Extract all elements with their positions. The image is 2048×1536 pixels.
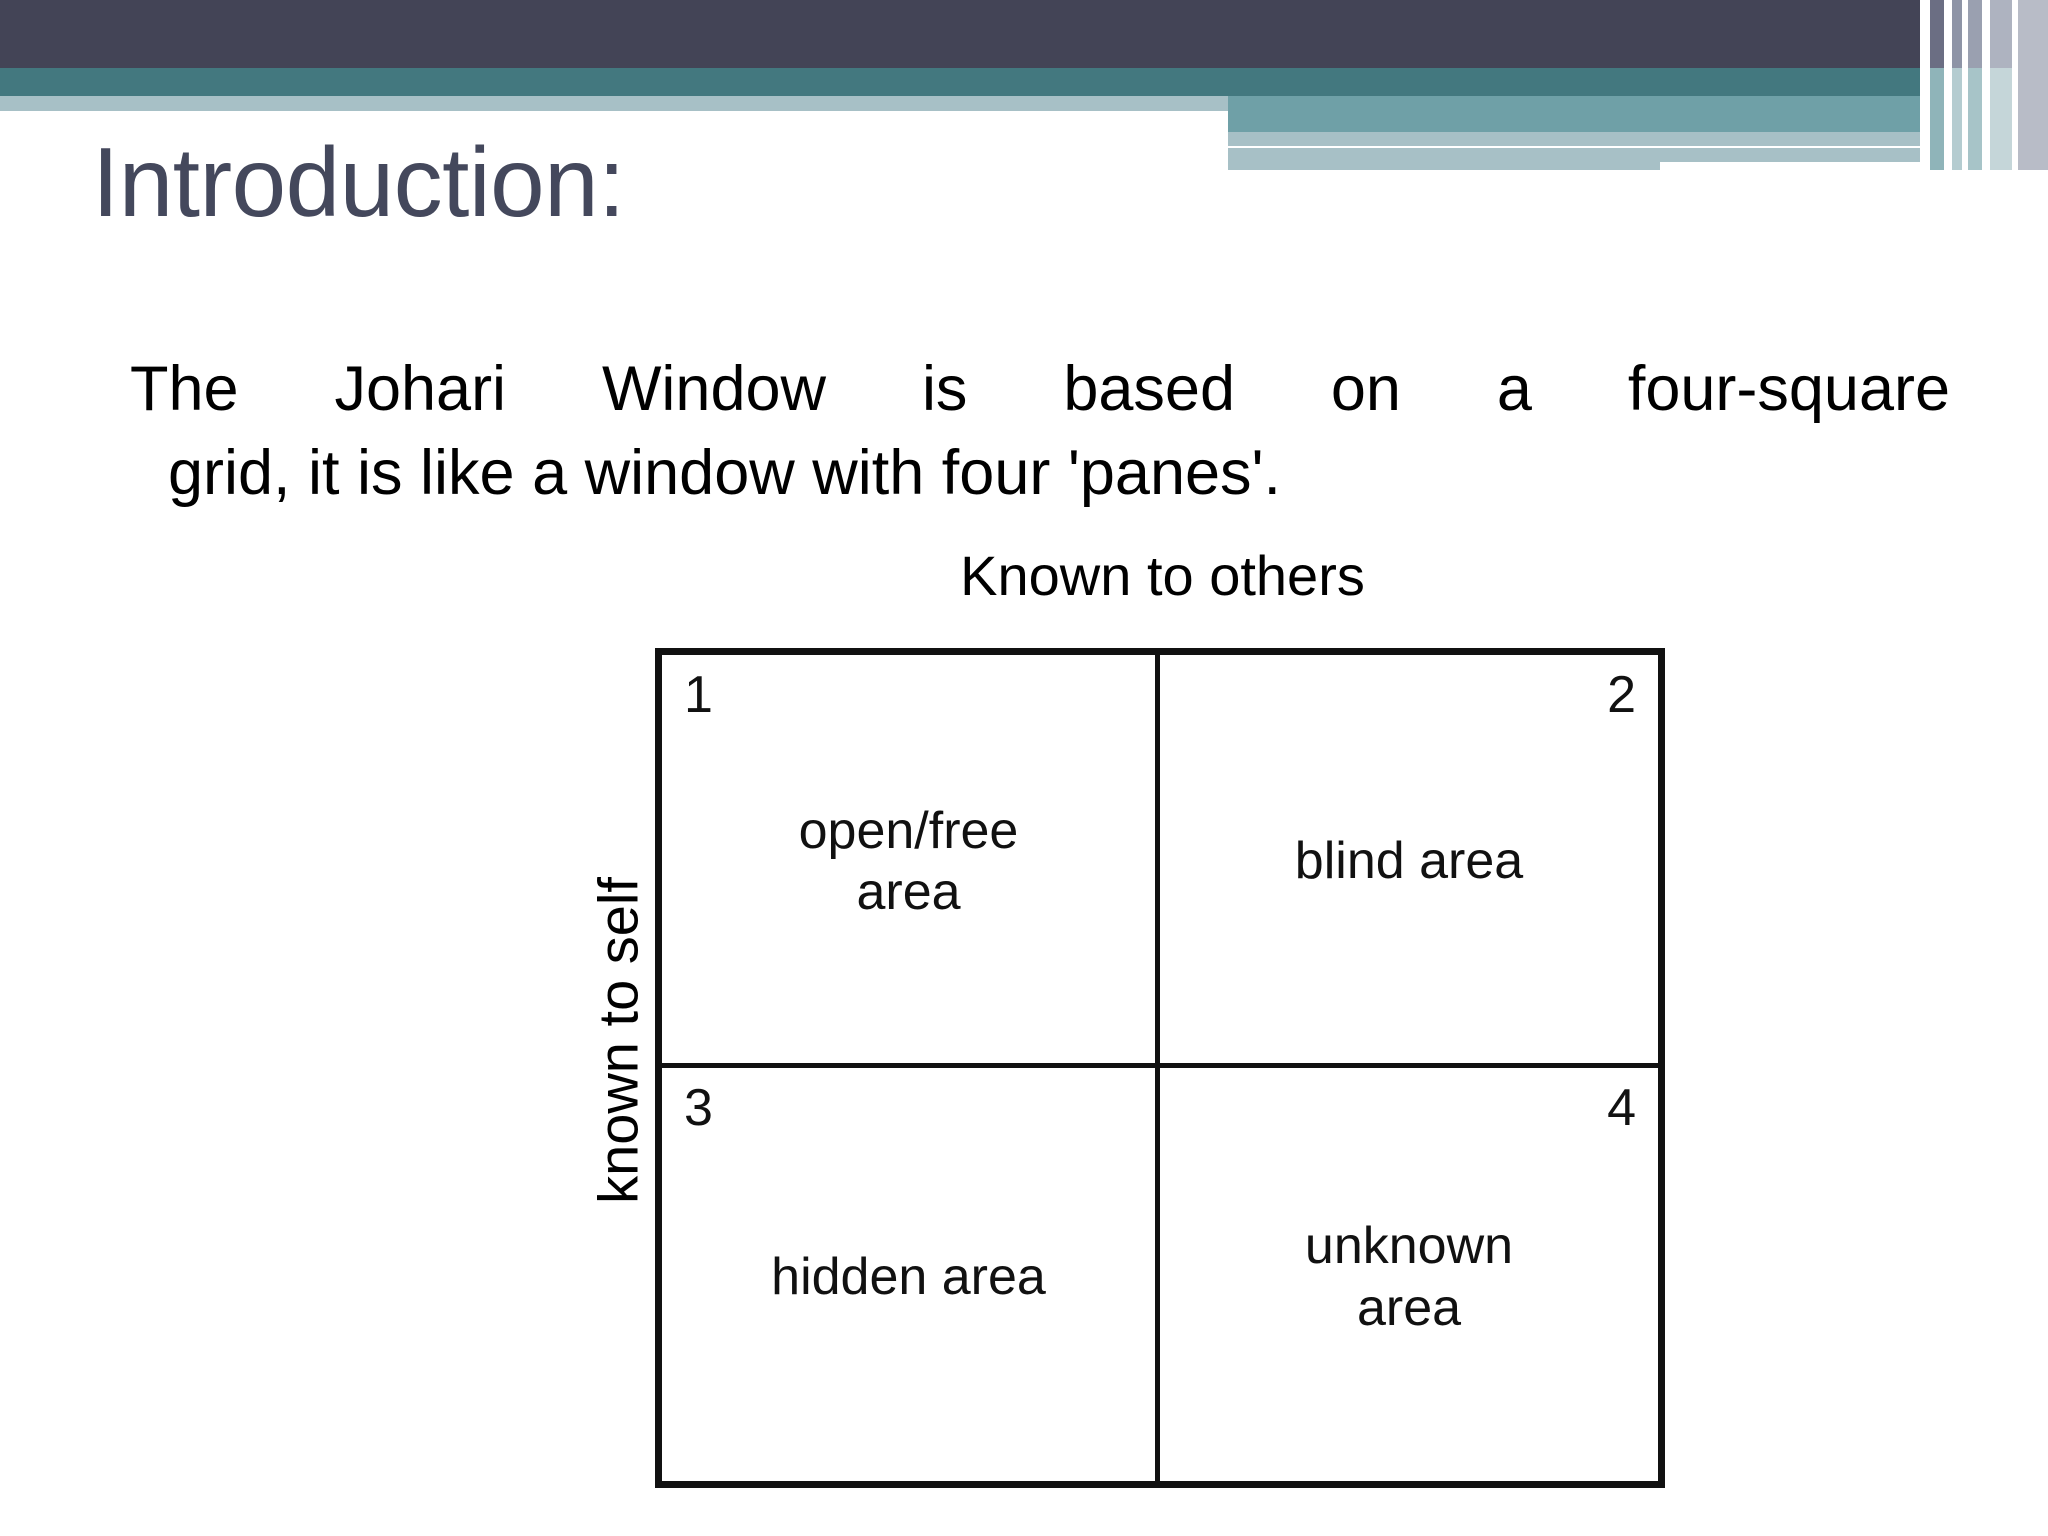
banner-stripe-3 <box>1944 0 1952 170</box>
intro-paragraph: The Johari Window is based on a four-squ… <box>130 352 1950 511</box>
banner-stripe-teal-4 <box>1990 68 2012 170</box>
banner-white-gap-two <box>1660 162 1930 170</box>
banner-stripe-teal-1 <box>1930 68 1944 170</box>
banner-light-bar-two <box>1228 132 1928 146</box>
johari-grid: 1 open/free area 2 blind area 3 hidden a… <box>655 648 1665 1488</box>
pane-number-1: 1 <box>684 666 713 724</box>
pane-number-3: 3 <box>684 1079 713 1137</box>
intro-paragraph-line-1: The Johari Window is based on a four-squ… <box>130 354 1950 424</box>
banner-stripe-teal-3 <box>1968 68 1982 170</box>
pane-open-free-area: 1 open/free area <box>662 655 1160 1068</box>
pane-hidden-area: 3 hidden area <box>662 1068 1160 1481</box>
pane-label-4: unknown area <box>1304 1217 1514 1337</box>
johari-window-figure: Known to others known to self 1 open/fre… <box>540 548 1670 1498</box>
pane-label-1: open/free area <box>798 801 1019 921</box>
axis-label-known-to-others: Known to others <box>960 544 1365 607</box>
banner-dark-bar <box>0 0 1920 68</box>
banner-stripe-10 <box>2018 0 2048 170</box>
banner-stripe-5 <box>1962 0 1968 170</box>
pane-number-2: 2 <box>1607 666 1636 724</box>
pane-label-3: hidden area <box>771 1247 1046 1306</box>
page-title: Introduction: <box>92 127 625 237</box>
banner-midteal-bar <box>1228 96 1928 132</box>
slide-banner <box>0 0 2048 170</box>
intro-paragraph-line-2: grid, it is like a window with four 'pan… <box>168 438 1282 509</box>
banner-stripe-7 <box>1982 0 1990 170</box>
pane-label-2: blind area <box>1294 832 1524 891</box>
pane-blind-area: 2 blind area <box>1160 655 1658 1068</box>
banner-teal-bar <box>0 68 1920 96</box>
banner-stripe-9 <box>2012 0 2018 170</box>
pane-number-4: 4 <box>1607 1079 1636 1137</box>
banner-stripe-teal-2 <box>1952 68 1962 170</box>
axis-label-known-to-self: known to self <box>586 877 650 1204</box>
banner-white-gap <box>1228 146 1698 148</box>
banner-light-bar-left <box>0 96 1228 111</box>
pane-unknown-area: 4 unknown area <box>1160 1068 1658 1481</box>
banner-stripe-1 <box>1920 0 1930 170</box>
